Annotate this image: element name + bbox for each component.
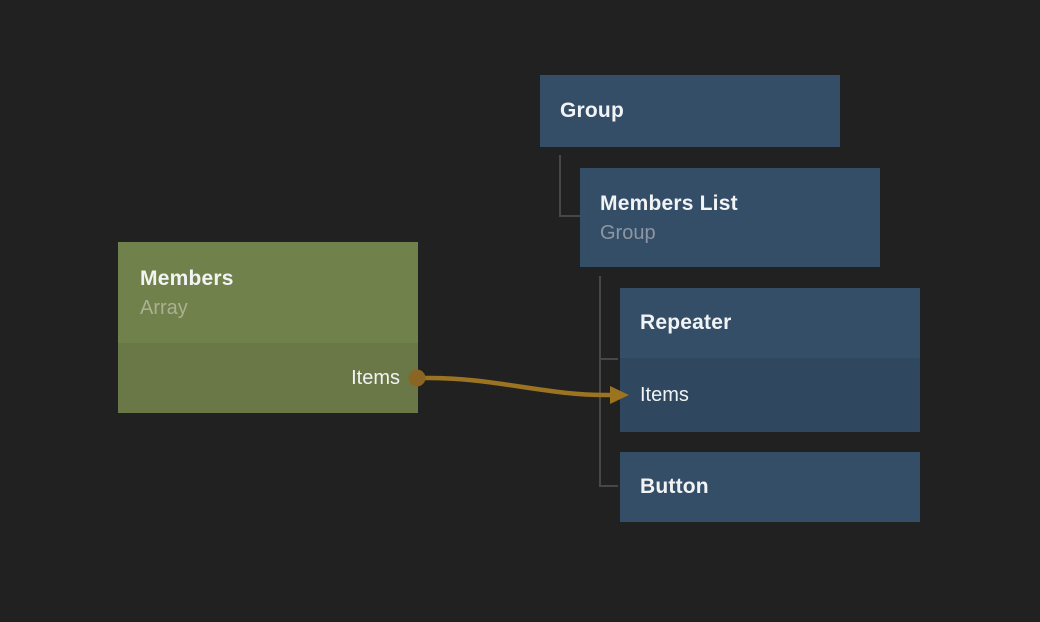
- hierarchy-line-stub-repeater: [601, 358, 618, 360]
- node-button[interactable]: Button: [620, 452, 920, 522]
- node-button-header: Button: [620, 452, 920, 522]
- port-members-items-label: Items: [351, 366, 400, 389]
- port-repeater-items-label: Items: [640, 383, 689, 406]
- node-repeater-title: Repeater: [640, 311, 732, 334]
- port-members-items-output[interactable]: Items: [118, 343, 418, 413]
- hierarchy-line-group-horizontal: [559, 215, 580, 217]
- node-members-array[interactable]: Members Array Items: [118, 242, 418, 413]
- node-members-array-title: Members: [140, 266, 234, 290]
- node-repeater-header: Repeater: [620, 288, 920, 358]
- node-members-array-subtitle: Array: [140, 296, 188, 319]
- node-members-list-subtitle: Group: [600, 221, 656, 244]
- node-members-list-title: Members List: [600, 191, 738, 215]
- node-group-title: Group: [560, 99, 624, 122]
- hierarchy-line-stub-button: [601, 485, 618, 487]
- node-group[interactable]: Group: [540, 75, 840, 147]
- node-button-title: Button: [640, 475, 709, 498]
- hierarchy-line-group-vertical: [559, 155, 561, 217]
- node-members-list[interactable]: Members List Group: [580, 168, 880, 267]
- hierarchy-line-members-list-vertical: [599, 276, 601, 487]
- port-repeater-items-input[interactable]: Items: [620, 358, 920, 432]
- node-repeater[interactable]: Repeater Items: [620, 288, 920, 432]
- node-members-array-header: Members Array: [118, 242, 418, 343]
- node-group-header: Group: [540, 75, 840, 147]
- connection-wire[interactable]: [423, 375, 611, 398]
- output-port-dot[interactable]: [408, 369, 426, 387]
- node-members-list-header: Members List Group: [580, 168, 880, 267]
